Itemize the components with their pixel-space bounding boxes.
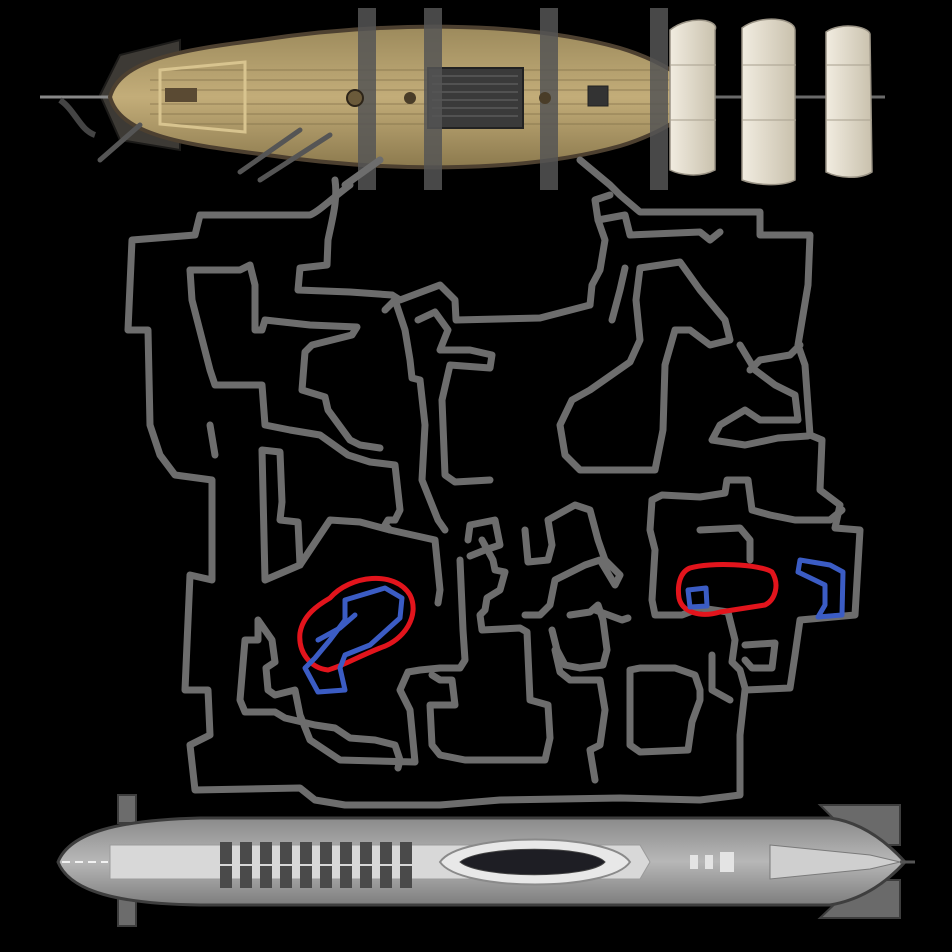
blue-annotation-hook xyxy=(795,557,846,620)
red-annotation-loop xyxy=(297,575,416,673)
maze-outer-wall xyxy=(124,156,864,809)
red-annotation-loop-right xyxy=(675,562,779,617)
submarine xyxy=(56,794,915,927)
maze-wall xyxy=(294,176,396,299)
annotations xyxy=(297,557,846,695)
sailing-ship xyxy=(40,8,885,190)
cave-maze xyxy=(124,156,864,809)
ship-cargo-grate xyxy=(427,67,524,129)
blue-annotation-loop xyxy=(302,585,405,695)
blue-annotation-square xyxy=(685,585,710,610)
ship-sails xyxy=(669,18,873,186)
